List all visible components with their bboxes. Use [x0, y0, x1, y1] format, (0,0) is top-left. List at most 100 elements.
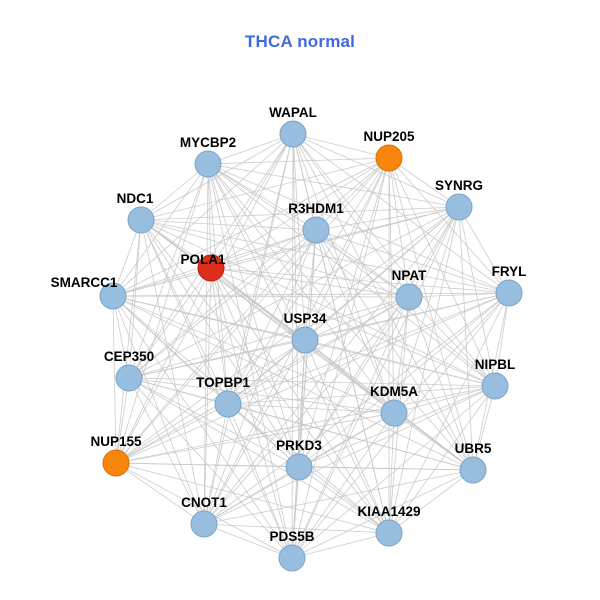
- edge: [140, 206, 460, 221]
- edge: [291, 296, 410, 559]
- edge: [292, 133, 395, 414]
- edge: [112, 295, 117, 464]
- node-usp34: [291, 326, 319, 354]
- edge: [128, 377, 390, 534]
- node-label-ubr5: UBR5: [455, 441, 492, 456]
- edge: [458, 206, 496, 387]
- edge: [292, 133, 390, 159]
- edge: [388, 385, 496, 534]
- edge: [393, 412, 474, 471]
- edge: [494, 292, 510, 387]
- edge: [112, 267, 212, 297]
- edge: [227, 296, 410, 405]
- edge: [207, 163, 300, 468]
- edge: [203, 403, 229, 525]
- edge: [140, 157, 390, 221]
- edge: [291, 412, 395, 559]
- edge: [207, 163, 317, 231]
- edge: [112, 163, 209, 297]
- edge: [115, 462, 300, 468]
- edge: [128, 296, 410, 379]
- edge: [291, 466, 300, 559]
- edge: [304, 229, 317, 341]
- node-label-nup205: NUP205: [363, 129, 415, 144]
- edge: [292, 133, 510, 294]
- edge: [388, 157, 474, 471]
- edge: [207, 133, 294, 165]
- node-ndc1: [127, 206, 155, 234]
- edge: [112, 157, 390, 297]
- node-label-nipbl: NIPBL: [475, 357, 516, 372]
- edge: [227, 133, 294, 405]
- node-pds5b: [278, 544, 306, 572]
- edge: [210, 229, 317, 269]
- node-label-synrg: SYNRG: [435, 178, 483, 193]
- edge: [304, 339, 395, 414]
- node-label-nup155: NUP155: [90, 434, 142, 449]
- node-label-smarcc1: SMARCC1: [51, 275, 118, 290]
- edge: [388, 206, 460, 534]
- edge: [115, 206, 460, 464]
- node-label-prkd3: PRKD3: [276, 438, 322, 453]
- edge: [203, 292, 510, 525]
- edge: [140, 133, 294, 221]
- edge: [227, 206, 460, 405]
- edge: [140, 219, 317, 231]
- edge: [203, 523, 390, 534]
- node-wapal: [279, 120, 307, 148]
- edge: [291, 157, 390, 559]
- edge: [298, 385, 496, 468]
- edge: [128, 219, 142, 379]
- edge: [315, 229, 395, 414]
- node-nipbl: [481, 372, 509, 400]
- edge-layer: [112, 133, 510, 559]
- edge: [291, 532, 390, 559]
- edge: [291, 133, 294, 559]
- edge: [115, 412, 395, 464]
- edge: [115, 219, 142, 464]
- edge: [210, 267, 293, 559]
- edge: [388, 292, 510, 534]
- node-kiaa1429: [375, 519, 403, 547]
- edge: [298, 466, 474, 471]
- node-label-cnot1: CNOT1: [181, 495, 227, 510]
- edge: [304, 339, 390, 534]
- edge: [128, 377, 293, 559]
- edge: [140, 219, 229, 405]
- edge: [227, 403, 293, 559]
- edge: [203, 163, 209, 525]
- node-label-usp34: USP34: [284, 311, 327, 326]
- edge: [298, 466, 390, 534]
- edge: [388, 469, 474, 534]
- edge: [140, 219, 306, 341]
- edge: [128, 206, 460, 379]
- edge: [472, 385, 496, 471]
- edge: [458, 206, 474, 471]
- edge: [227, 385, 496, 405]
- edge: [298, 412, 395, 468]
- edge: [298, 339, 306, 468]
- edge: [115, 163, 209, 464]
- edge: [140, 163, 209, 221]
- edge: [315, 157, 390, 231]
- edge: [298, 292, 510, 468]
- edge: [210, 267, 496, 387]
- node-label-pds5b: PDS5B: [269, 529, 314, 544]
- edge: [298, 296, 410, 468]
- edge: [115, 462, 205, 525]
- edge: [227, 339, 306, 405]
- node-prkd3: [285, 453, 313, 481]
- edge: [393, 385, 496, 414]
- edge: [140, 219, 390, 534]
- node-label-wapal: WAPAL: [269, 105, 317, 120]
- node-ubr5: [459, 456, 487, 484]
- edge: [315, 206, 460, 231]
- edge: [112, 295, 300, 468]
- edge: [140, 219, 395, 414]
- edge: [388, 157, 496, 387]
- edge: [112, 295, 306, 341]
- edge: [298, 206, 460, 468]
- edge: [112, 295, 474, 471]
- edge: [112, 295, 390, 534]
- node-label-topbp1: TOPBP1: [196, 375, 250, 390]
